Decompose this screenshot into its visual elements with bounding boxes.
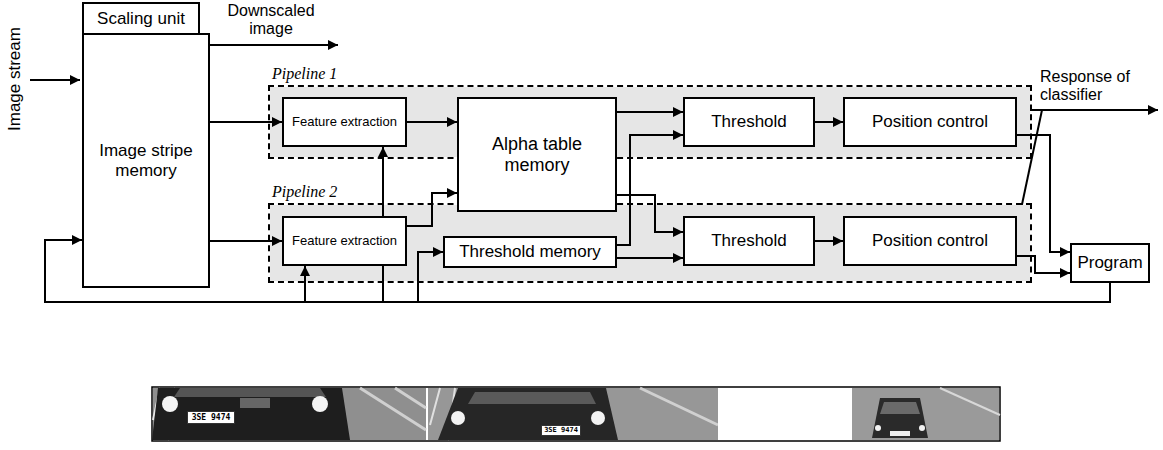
process-box: Image stripe memory xyxy=(82,33,210,288)
box-label: Threshold xyxy=(711,112,787,132)
box-label: Image stripe memory xyxy=(84,141,208,180)
box-label: Position control xyxy=(872,231,988,251)
pipeline-group: Pipeline 1Feature extractionThresholdPos… xyxy=(268,85,1032,159)
plate-text: 3SE 9474 xyxy=(541,425,581,436)
output-arrow xyxy=(1017,109,1158,111)
process-box: Position control xyxy=(843,216,1017,266)
connector xyxy=(1017,135,1070,252)
process-box: Feature extraction xyxy=(282,216,407,266)
process-box: Program xyxy=(1070,243,1150,283)
process-box: Threshold memory xyxy=(443,236,617,268)
plate-text: 3SE 9474 xyxy=(187,411,235,424)
box-label: Program xyxy=(1077,253,1142,273)
connector xyxy=(815,240,843,242)
connector xyxy=(1017,256,1070,273)
box-label: Alpha table memory xyxy=(459,134,615,175)
process-box: Alpha table memory xyxy=(457,97,617,212)
connector xyxy=(407,193,457,226)
signal-label: Image stream xyxy=(5,31,27,131)
box-label: Scaling unit xyxy=(97,9,185,29)
process-box: Position control xyxy=(843,97,1017,147)
connector xyxy=(617,135,683,245)
pipeline-fill xyxy=(270,87,1030,157)
group-title: Pipeline 1 xyxy=(272,65,337,83)
process-box: Scaling unit xyxy=(82,2,200,35)
group-title: Pipeline 2 xyxy=(272,183,337,201)
signal-label: Response of classifier xyxy=(1040,68,1152,104)
process-box: Feature extraction xyxy=(282,97,407,147)
process-box: Threshold xyxy=(683,97,815,147)
car-photo-strip xyxy=(152,387,1000,441)
process-box: Threshold xyxy=(683,216,815,266)
box-label: Feature extraction xyxy=(292,115,397,130)
connector xyxy=(617,257,683,259)
connector xyxy=(407,121,457,123)
box-label: Feature extraction xyxy=(292,234,397,249)
box-label: Position control xyxy=(872,112,988,132)
connector xyxy=(210,121,282,123)
pipeline-group: Pipeline 2Feature extractionThreshold me… xyxy=(268,203,1032,283)
connector xyxy=(305,266,1110,302)
output-arrow xyxy=(200,44,338,46)
input-arrow xyxy=(30,79,80,81)
box-label: Threshold memory xyxy=(459,242,601,262)
box-label: Threshold xyxy=(711,231,787,251)
connector xyxy=(210,240,282,242)
signal-label: Downscaled image xyxy=(222,2,320,38)
connector xyxy=(617,195,683,232)
connector xyxy=(617,111,683,113)
connector xyxy=(815,121,843,123)
